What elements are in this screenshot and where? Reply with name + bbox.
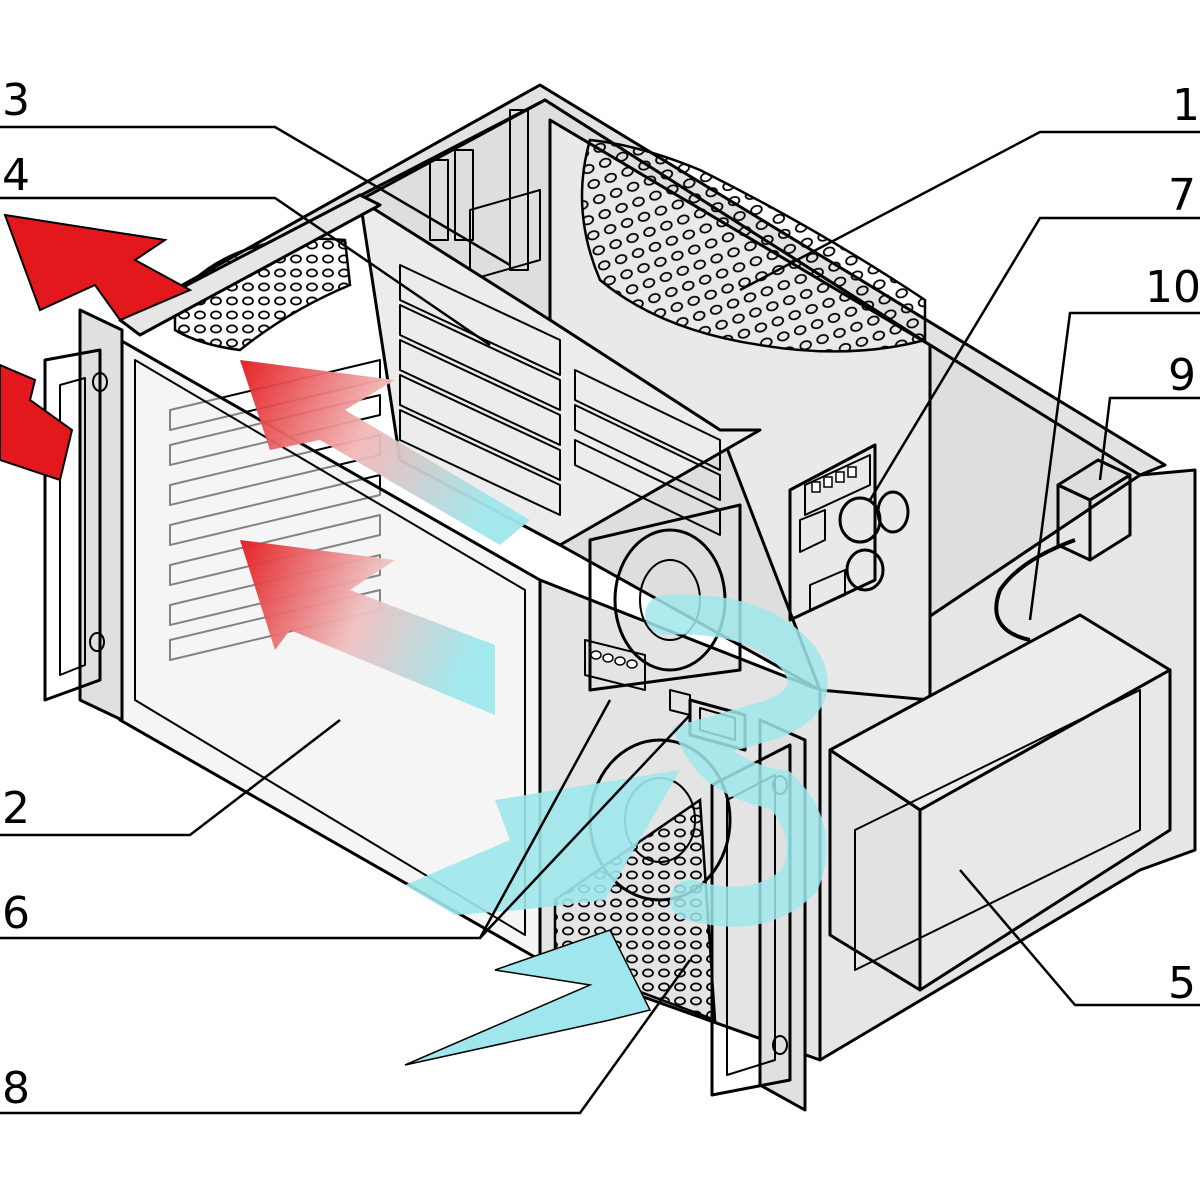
internal-airflow-arrow-upper	[240, 360, 530, 545]
led-indicator-strip	[584, 639, 646, 691]
callout-2: 2	[2, 783, 30, 834]
callout-5: 5	[1168, 958, 1196, 1009]
callout-4: 4	[2, 150, 30, 201]
leader-2	[0, 719, 341, 837]
rear-vent-perforation	[580, 138, 927, 353]
internal-airflow-arrow-lower	[240, 540, 495, 715]
leader-5	[959, 869, 1200, 1007]
callout-10: 10	[1145, 262, 1200, 313]
top-vent-perforation	[173, 237, 352, 352]
leader-10	[1028, 311, 1200, 621]
leader-7	[868, 216, 1200, 501]
hot-exhaust-arrow-top	[3, 213, 193, 322]
expansion-cards	[399, 264, 721, 536]
airflow-arrows	[0, 213, 828, 1066]
callout-6: 6	[2, 888, 30, 939]
hot-exhaust-arrow-mid	[0, 363, 74, 482]
connector-box	[994, 458, 1132, 642]
leader-1	[739, 130, 1200, 292]
callout-7: 7	[1168, 170, 1196, 221]
leader-4	[0, 196, 491, 347]
leader-3	[0, 125, 511, 267]
connector-cable	[994, 538, 1076, 642]
callout-labels: 3 4 1 7 10 9 2 6 5 8	[2, 75, 1200, 1114]
cool-recirculation-flow	[645, 594, 828, 927]
leader-6b	[479, 714, 691, 939]
rear-card-brackets	[429, 109, 541, 281]
callout-1: 1	[1172, 80, 1200, 131]
callout-3: 3	[2, 75, 30, 126]
power-supply-unit	[828, 613, 1172, 992]
callout-9: 9	[1168, 350, 1196, 401]
leader-9	[1098, 396, 1200, 481]
callout-8: 8	[2, 1063, 30, 1114]
cool-intake-arrow-mid	[405, 770, 680, 915]
control-board	[788, 443, 910, 622]
front-top-rail	[118, 193, 382, 337]
cool-intake-arrow-bottom	[404, 929, 652, 1066]
left-handle	[43, 308, 124, 722]
front-window	[134, 359, 526, 936]
leader-lines	[0, 125, 1200, 1115]
leader-8	[0, 959, 692, 1115]
